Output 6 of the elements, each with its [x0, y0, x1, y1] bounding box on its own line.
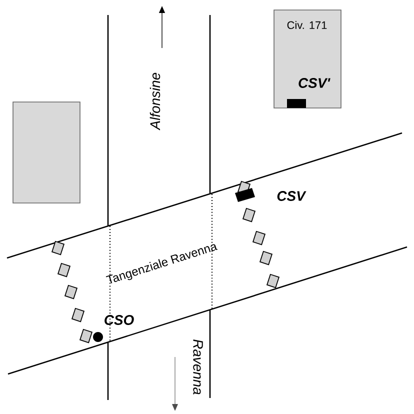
- building-box: Civ. 171 CSV': [274, 10, 342, 108]
- road-name: Ravenna: [193, 340, 203, 394]
- building-box: [12, 102, 80, 204]
- road-name: Alfonsine: [150, 72, 160, 130]
- road-name: CSV: [277, 191, 306, 201]
- road-name: CSO: [104, 315, 134, 325]
